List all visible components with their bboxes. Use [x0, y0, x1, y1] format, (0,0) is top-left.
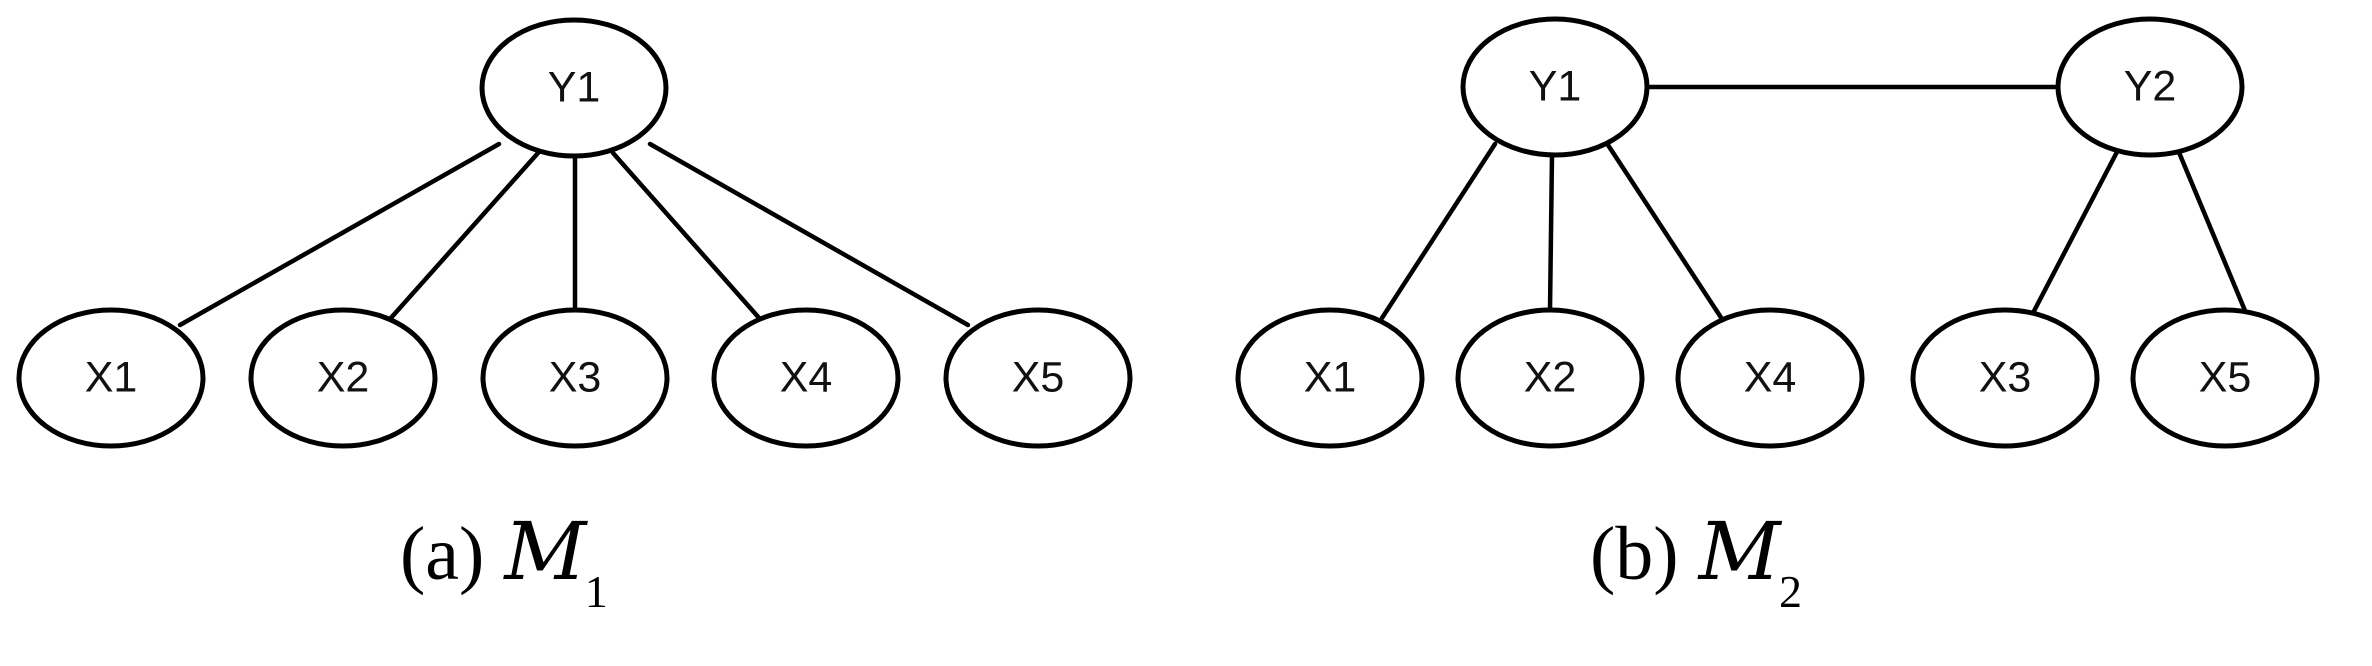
edge-y1-x5: [647, 141, 971, 328]
edge-y1-x2: [1547, 152, 1555, 313]
node-shape-y1[interactable]: [479, 17, 669, 159]
node-x3[interactable]: X3: [1910, 307, 2100, 449]
panel-b-caption: (b)M2: [1590, 512, 1804, 615]
node-x5[interactable]: X5: [943, 307, 1133, 449]
node-x3[interactable]: X3: [480, 307, 670, 449]
edge-y1-x1: [1379, 141, 1498, 321]
node-shape-x3[interactable]: [480, 307, 670, 449]
edge-y1-x4: [610, 150, 763, 322]
node-shape-y1[interactable]: [1460, 16, 1650, 158]
node-x4[interactable]: X4: [711, 307, 901, 449]
node-x5[interactable]: X5: [2130, 307, 2320, 449]
node-y1[interactable]: Y1: [479, 17, 669, 159]
panel-a-caption-tag: (a): [400, 512, 485, 596]
edge-y2-x3: [2030, 147, 2121, 316]
panel-a-model-subscript: 1: [584, 566, 608, 618]
edge-y2-x5: [2175, 147, 2249, 316]
node-x1[interactable]: X1: [1235, 307, 1425, 449]
panel-a-caption: (a)M1: [400, 512, 610, 615]
node-shape-x4[interactable]: [1675, 307, 1865, 449]
edge-y1-x4: [1605, 142, 1725, 322]
node-x2[interactable]: X2: [1455, 307, 1645, 449]
node-shape-x4[interactable]: [711, 307, 901, 449]
node-shape-x1[interactable]: [16, 307, 206, 449]
node-shape-x5[interactable]: [2130, 307, 2320, 449]
node-shape-y2[interactable]: [2055, 16, 2245, 158]
node-shape-x2[interactable]: [248, 307, 438, 449]
panel-b-caption-tag: (b): [1590, 512, 1679, 596]
panel-b-model-symbol: M: [1698, 505, 1782, 598]
panel-a-model-symbol: M: [504, 505, 587, 598]
node-x4[interactable]: X4: [1675, 307, 1865, 449]
node-x2[interactable]: X2: [248, 307, 438, 449]
edge-y1-x1: [177, 141, 502, 328]
node-y1[interactable]: Y1: [1460, 16, 1650, 158]
node-shape-x1[interactable]: [1235, 307, 1425, 449]
edge-y1-x2: [387, 150, 541, 322]
node-shape-x3[interactable]: [1910, 307, 2100, 449]
node-x1[interactable]: X1: [16, 307, 206, 449]
panel-b-model-subscript: 2: [1779, 566, 1803, 618]
node-y2[interactable]: Y2: [2055, 16, 2245, 158]
node-shape-x2[interactable]: [1455, 307, 1645, 449]
node-shape-x5[interactable]: [943, 307, 1133, 449]
